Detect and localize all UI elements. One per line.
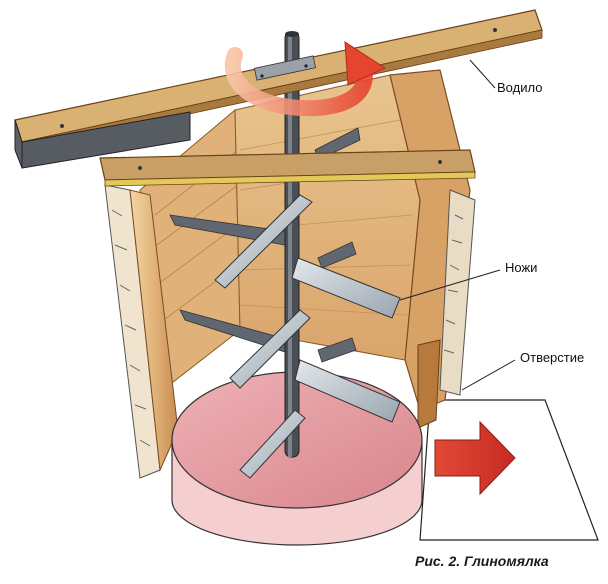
- central-shaft: [284, 31, 300, 458]
- right-post: [439, 189, 476, 396]
- label-opening: Отверстие: [520, 350, 585, 365]
- left-post: [104, 184, 179, 479]
- knife-front-1: [214, 194, 313, 289]
- knives-front: [214, 194, 401, 479]
- crank-bar: [14, 9, 543, 169]
- top-crossbar: [99, 149, 476, 187]
- ground-plate: [419, 399, 599, 541]
- rotation-arrow-icon: [224, 41, 387, 117]
- knife-front-3: [229, 309, 311, 389]
- knife-back-5: [317, 337, 357, 363]
- knife-front-2: [291, 257, 401, 319]
- knife-front-4: [294, 359, 401, 423]
- leader-lines: [399, 59, 516, 391]
- label-knives: Ножи: [505, 260, 538, 275]
- figure-caption: Рис. 2. Глиномялка: [415, 553, 549, 569]
- knife-back-4: [317, 241, 357, 269]
- label-crank: Водило: [497, 80, 543, 95]
- outflow-arrow-icon: [434, 420, 516, 496]
- knife-front-5: [239, 409, 306, 479]
